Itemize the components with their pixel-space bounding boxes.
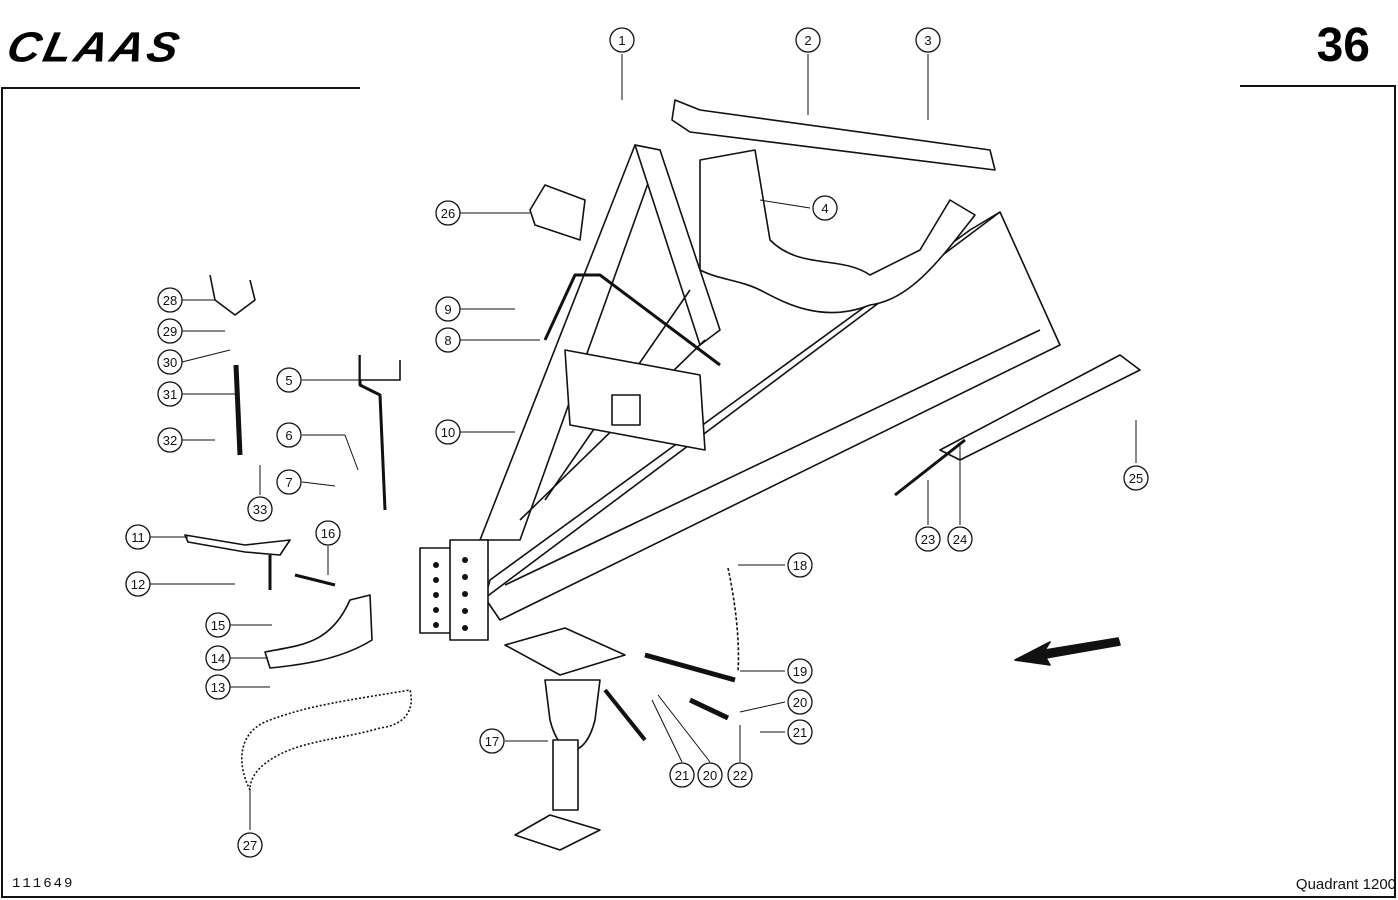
svg-text:31: 31 [163, 387, 177, 402]
callout-15: 15 [205, 612, 231, 638]
side-arm [939, 354, 1141, 461]
svg-text:1: 1 [618, 33, 625, 48]
brand-logo: CLAAS [2, 23, 187, 71]
front-plate-1 [419, 547, 453, 634]
callout-14: 14 [205, 645, 231, 671]
svg-text:21: 21 [675, 768, 689, 783]
callout-9: 9 [435, 296, 461, 322]
svg-text:9: 9 [444, 302, 451, 317]
callout-10: 10 [435, 419, 461, 445]
callout-12: 12 [125, 571, 151, 597]
callout-30: 30 [157, 349, 183, 375]
callout-8: 8 [435, 327, 461, 353]
callout-21-bottom: 21 [669, 762, 695, 788]
svg-text:18: 18 [793, 558, 807, 573]
callout-16: 16 [315, 520, 341, 546]
callout-19: 19 [787, 658, 813, 684]
callouts: 1 2 3 4 5 6 7 8 9 10 11 12 13 14 15 16 1… [125, 27, 1149, 858]
drawing-art [150, 54, 1141, 851]
front-plate-2 [449, 539, 489, 641]
svg-text:26: 26 [441, 206, 455, 221]
callout-3: 3 [915, 27, 941, 53]
callout-11: 11 [125, 524, 151, 550]
svg-text:3: 3 [924, 33, 931, 48]
callout-23: 23 [915, 526, 941, 552]
jack-stand [504, 627, 647, 851]
shield-plate [699, 149, 976, 314]
svg-text:32: 32 [163, 433, 177, 448]
callout-22: 22 [727, 762, 753, 788]
svg-text:28: 28 [163, 293, 177, 308]
direction-arrow [1014, 637, 1121, 666]
callout-31: 31 [157, 381, 183, 407]
model-name: Quadrant 1200 [1295, 876, 1396, 893]
callout-21-right: 21 [787, 719, 813, 745]
callout-27: 27 [237, 832, 263, 858]
callout-18: 18 [787, 552, 813, 578]
svg-text:25: 25 [1129, 471, 1143, 486]
callout-17: 17 [479, 728, 505, 754]
svg-text:6: 6 [285, 428, 292, 443]
callout-4: 4 [812, 195, 838, 221]
callout-25: 25 [1123, 465, 1149, 491]
leader-lines [150, 54, 1137, 830]
svg-text:13: 13 [211, 680, 225, 695]
callout-29: 29 [157, 318, 183, 344]
svg-text:4: 4 [821, 201, 828, 216]
svg-text:15: 15 [211, 618, 225, 633]
svg-text:7: 7 [285, 475, 292, 490]
svg-text:23: 23 [921, 532, 935, 547]
callout-24: 24 [947, 526, 973, 552]
svg-text:21: 21 [793, 725, 807, 740]
svg-text:22: 22 [733, 768, 747, 783]
callout-2: 2 [795, 27, 821, 53]
callout-28: 28 [157, 287, 183, 313]
callout-20-right: 20 [787, 689, 813, 715]
svg-text:16: 16 [321, 526, 335, 541]
callout-20-bottom: 20 [697, 762, 723, 788]
callout-33: 33 [247, 496, 273, 522]
gusset-plate [564, 349, 706, 451]
callout-6: 6 [276, 422, 302, 448]
svg-text:27: 27 [243, 838, 257, 853]
svg-text:10: 10 [441, 425, 455, 440]
svg-text:19: 19 [793, 664, 807, 679]
callout-26: 26 [435, 200, 461, 226]
svg-text:8: 8 [444, 333, 451, 348]
callout-1: 1 [609, 27, 635, 53]
svg-text:24: 24 [953, 532, 967, 547]
svg-text:20: 20 [703, 768, 717, 783]
cross-bracket [671, 99, 996, 171]
svg-text:33: 33 [253, 502, 267, 517]
page-number: 36 [1316, 19, 1370, 72]
svg-text:5: 5 [285, 373, 292, 388]
callout-5: 5 [276, 367, 302, 393]
callout-7: 7 [276, 469, 302, 495]
svg-text:20: 20 [793, 695, 807, 710]
callout-13: 13 [205, 674, 231, 700]
svg-text:29: 29 [163, 324, 177, 339]
svg-text:17: 17 [485, 734, 499, 749]
svg-text:14: 14 [211, 651, 225, 666]
svg-text:2: 2 [804, 33, 811, 48]
callout-32: 32 [157, 427, 183, 453]
svg-text:30: 30 [163, 355, 177, 370]
svg-text:12: 12 [131, 577, 145, 592]
drawing-number: 111649 [12, 876, 75, 892]
svg-text:11: 11 [131, 530, 145, 545]
drawbar-frame [484, 211, 1061, 621]
hose-loop [543, 273, 721, 367]
